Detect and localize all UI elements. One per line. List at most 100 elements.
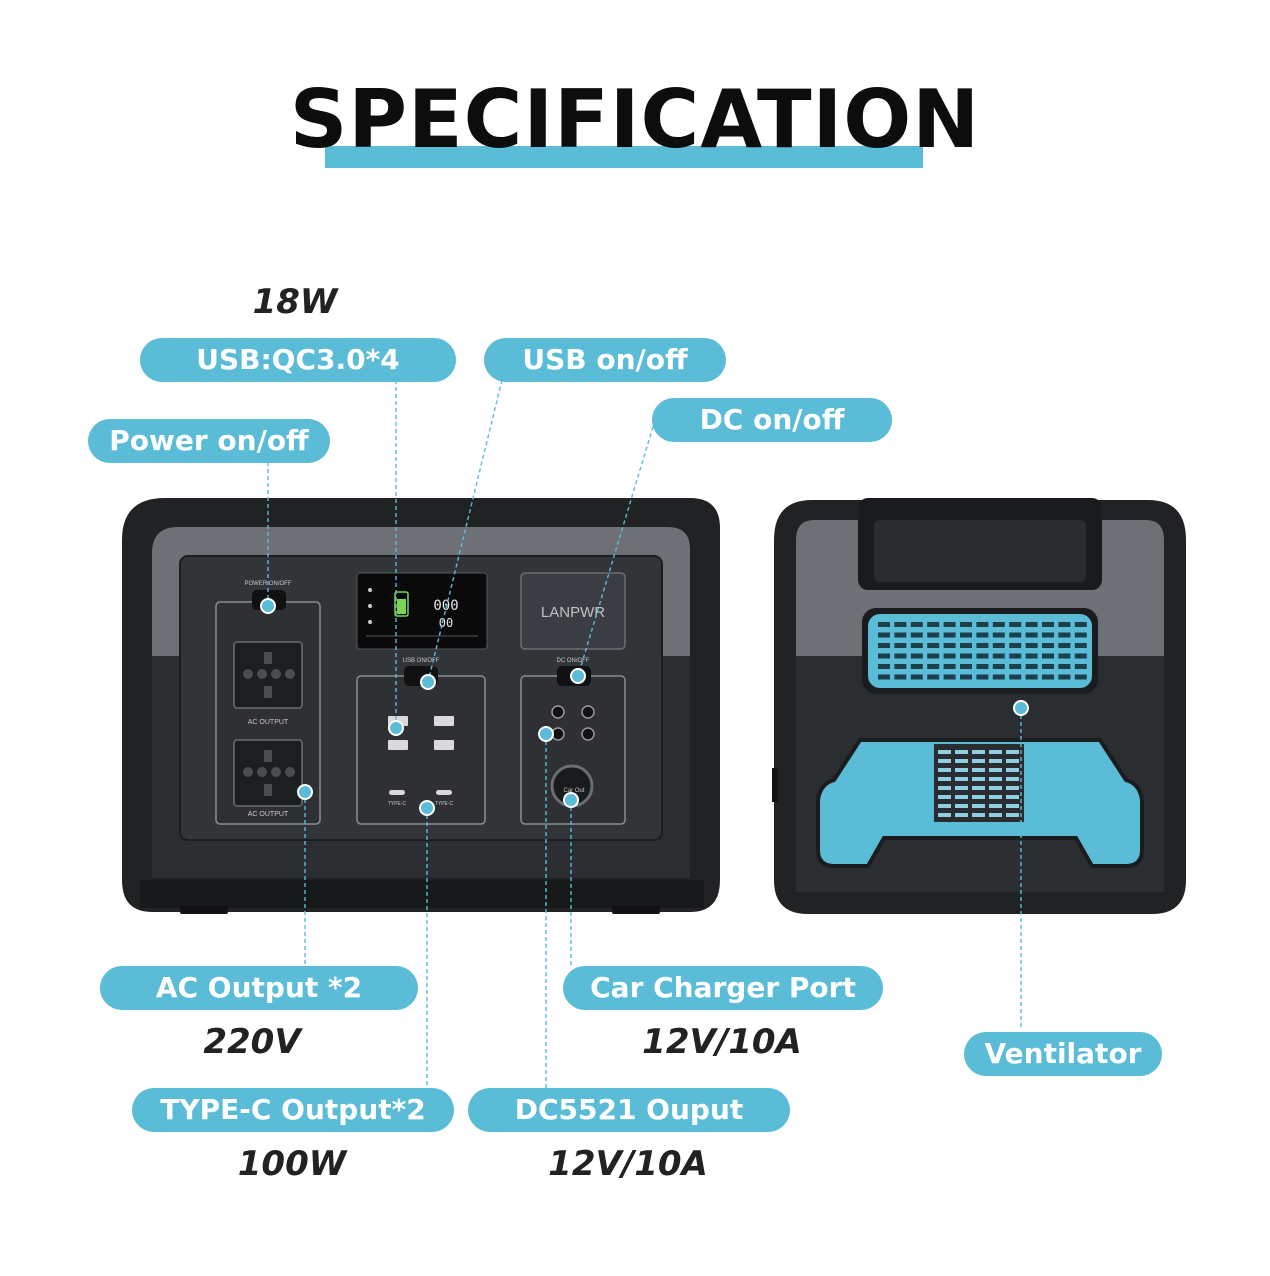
grille-slot bbox=[972, 768, 985, 772]
vent-slot bbox=[992, 664, 1005, 669]
ac-output-label-2: AC OUTPUT bbox=[248, 811, 289, 818]
grille-slot bbox=[1006, 795, 1019, 799]
vent-slot bbox=[1009, 664, 1022, 669]
vent-slot bbox=[910, 643, 923, 648]
power-onoff-label: Power on/off bbox=[88, 419, 330, 463]
vent-slot bbox=[1009, 674, 1022, 680]
vent-slot bbox=[992, 643, 1005, 648]
vent-slot bbox=[1074, 674, 1087, 680]
grille-slot bbox=[989, 813, 1002, 817]
title-underline bbox=[325, 146, 923, 168]
grille-slot bbox=[955, 813, 968, 817]
dc-onoff-label: DC on/off bbox=[652, 398, 892, 442]
grille-slot bbox=[938, 750, 951, 754]
vent-slot bbox=[1058, 643, 1071, 648]
vent-slot bbox=[976, 643, 989, 648]
grille-slot bbox=[972, 804, 985, 808]
vent-slot bbox=[976, 664, 989, 669]
vent-slot bbox=[894, 664, 907, 669]
typec-label-2: TYPE-C bbox=[435, 801, 454, 807]
vent-slot bbox=[943, 653, 956, 659]
vent-slot bbox=[960, 674, 972, 680]
ventilator-label: Ventilator bbox=[964, 1032, 1162, 1076]
brand-logo: LANPWR bbox=[541, 604, 605, 621]
vent-slot bbox=[878, 653, 890, 659]
title-block: SPECIFICATION bbox=[0, 70, 1270, 180]
dc5521-rating-spec: 12V/10A bbox=[548, 1144, 708, 1184]
leader-lines bbox=[267, 379, 1022, 1088]
vent-slot bbox=[1009, 632, 1022, 638]
vent-slot bbox=[927, 664, 940, 669]
vent-slot bbox=[992, 632, 1005, 638]
grille-slot bbox=[1006, 813, 1019, 817]
leader-dots bbox=[260, 598, 1029, 816]
ac-voltage-spec: 220V bbox=[203, 1022, 301, 1062]
vent-slots bbox=[878, 622, 1087, 680]
vent-slot bbox=[910, 674, 923, 680]
vent-slot bbox=[1058, 653, 1071, 659]
vent-slot bbox=[927, 653, 940, 659]
car-out-label: Car Out bbox=[563, 788, 584, 794]
grille-slot bbox=[955, 777, 968, 781]
grille-slot bbox=[989, 768, 1002, 772]
vent-slot bbox=[878, 664, 890, 669]
grille-slot bbox=[989, 759, 1002, 763]
usb-qc-label: USB:QC3.0*4 bbox=[140, 338, 456, 382]
side-vent-grille bbox=[938, 750, 1019, 817]
vent-slot bbox=[1042, 622, 1054, 627]
grille-slot bbox=[955, 768, 968, 772]
vent-slot bbox=[992, 622, 1005, 627]
car-rating-spec: 12V/10A bbox=[642, 1022, 802, 1062]
grille-slot bbox=[938, 759, 951, 763]
grille-slot bbox=[938, 813, 951, 817]
dc5521-output-label: DC5521 Ouput bbox=[468, 1088, 790, 1132]
usb-power-spec: 18W bbox=[252, 282, 338, 322]
vent-slot bbox=[910, 664, 923, 669]
vent-slot bbox=[878, 674, 890, 680]
grille-slot bbox=[972, 786, 985, 790]
svg-text:00: 00 bbox=[439, 616, 453, 630]
grille-slot bbox=[1006, 786, 1019, 790]
grille-slot bbox=[1006, 759, 1019, 763]
vent-slot bbox=[1025, 622, 1038, 627]
grille-slot bbox=[938, 777, 951, 781]
vent-slot bbox=[1042, 632, 1054, 638]
front-unit: POWER ON/OFF AC OUTPUT AC OUTPUT 000 00 … bbox=[122, 498, 720, 914]
grille-slot bbox=[938, 804, 951, 808]
grille-slot bbox=[955, 804, 968, 808]
typec-power-spec: 100W bbox=[237, 1144, 347, 1184]
usb-switch-label: USB ON/OFF bbox=[403, 658, 440, 664]
grille-slot bbox=[1006, 768, 1019, 772]
vent-slot bbox=[1025, 632, 1038, 638]
side-unit bbox=[772, 498, 1186, 914]
grille-slot bbox=[989, 786, 1002, 790]
vent-slot bbox=[1042, 643, 1054, 648]
vent-slot bbox=[1009, 622, 1022, 627]
vent-slot bbox=[910, 653, 923, 659]
grille-slot bbox=[989, 804, 1002, 808]
vent-slot bbox=[1074, 664, 1087, 669]
vent-slot bbox=[960, 622, 972, 627]
grille-slot bbox=[1006, 804, 1019, 808]
vent-slot bbox=[1025, 643, 1038, 648]
grille-slot bbox=[1006, 750, 1019, 754]
grille-slot bbox=[938, 768, 951, 772]
grille-slot bbox=[972, 795, 985, 799]
vent-slot bbox=[1058, 664, 1071, 669]
vent-slot bbox=[927, 622, 940, 627]
vent-slot bbox=[976, 653, 989, 659]
vent-slot bbox=[1058, 674, 1071, 680]
vent-slot bbox=[943, 664, 956, 669]
vent-slot bbox=[960, 664, 972, 669]
vent-slot bbox=[992, 674, 1005, 680]
vent-slot bbox=[1025, 653, 1038, 659]
typec-output-label: TYPE-C Output*2 bbox=[132, 1088, 454, 1132]
vent-slot bbox=[960, 632, 972, 638]
dc-switch-label: DC ON/OFF bbox=[557, 658, 590, 664]
grille-slot bbox=[972, 813, 985, 817]
grille-slot bbox=[989, 750, 1002, 754]
vent-slot bbox=[910, 632, 923, 638]
vent-slot bbox=[943, 643, 956, 648]
vent-slot bbox=[960, 653, 972, 659]
